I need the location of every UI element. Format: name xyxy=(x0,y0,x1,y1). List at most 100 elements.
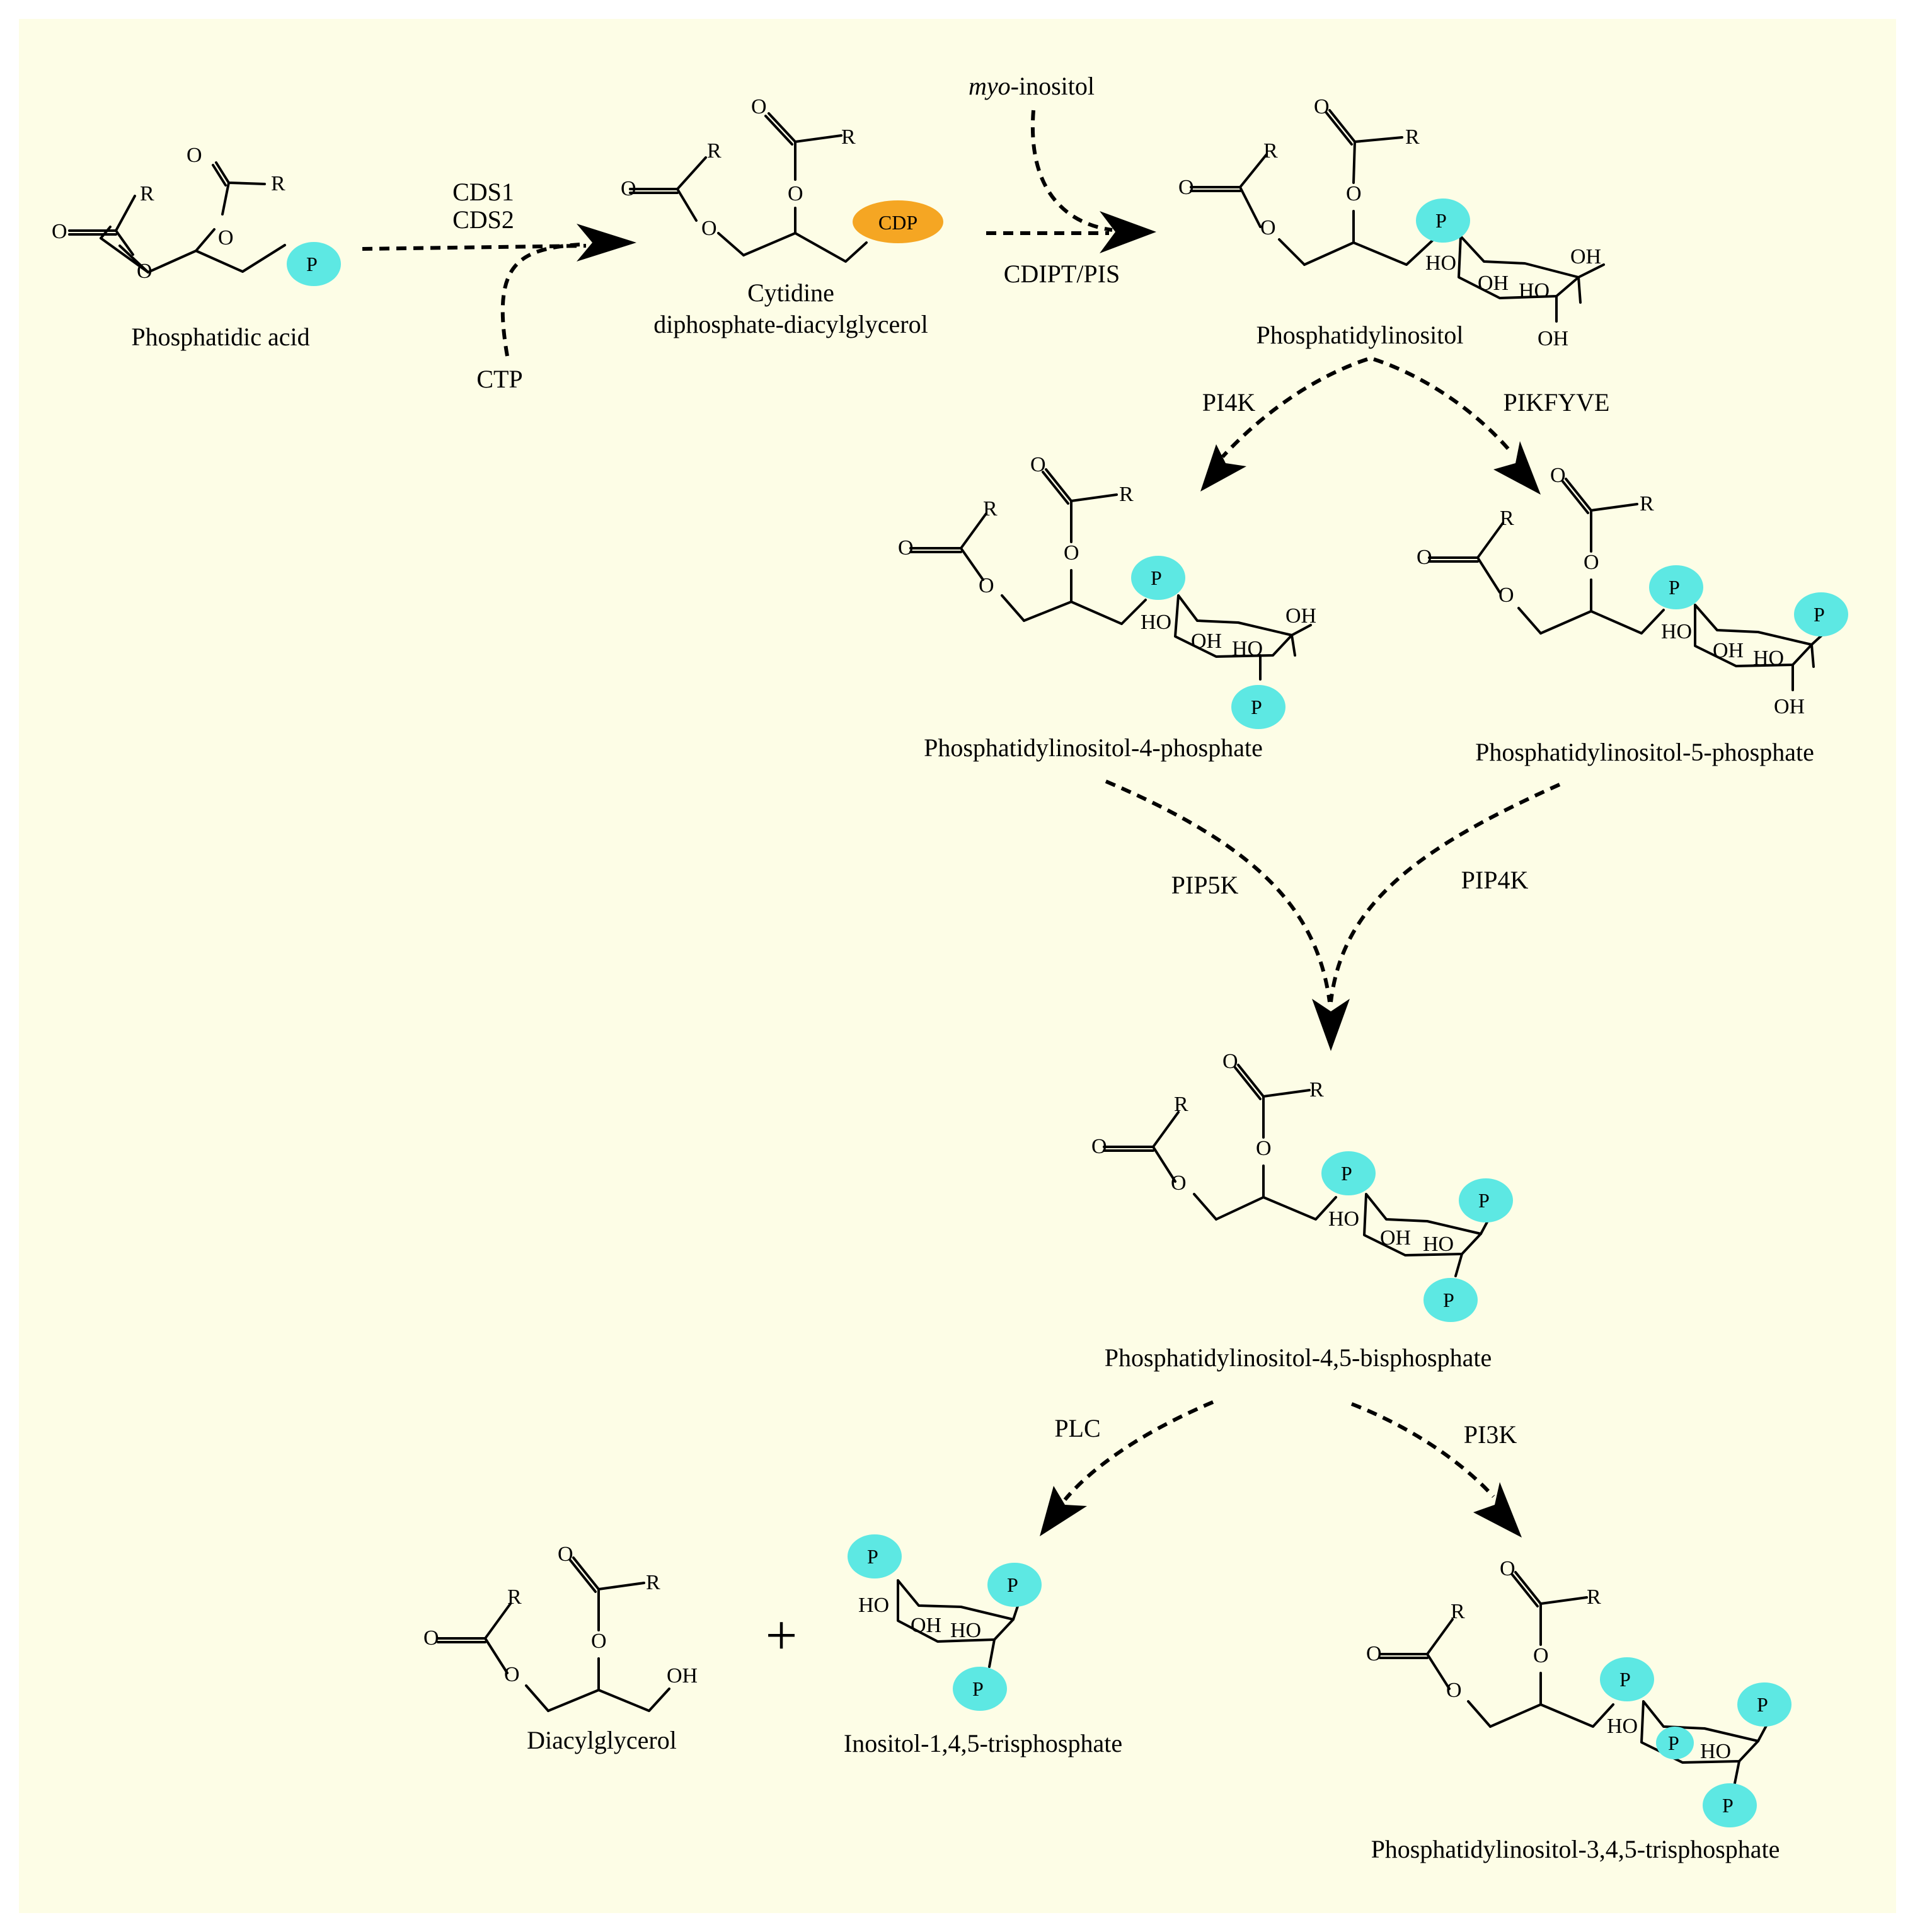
atom-label: O xyxy=(1500,1557,1515,1580)
arrow-pip5k xyxy=(1105,779,1331,1003)
phosphate-group xyxy=(1649,565,1703,609)
enzyme-label-pip5k: PIP5K xyxy=(1171,871,1239,899)
atom-label: HO xyxy=(1328,1207,1359,1231)
phosphate-label: P xyxy=(1757,1693,1768,1716)
phosphate-group xyxy=(1131,556,1185,600)
atom-label: HO xyxy=(1519,279,1550,302)
compound-label-dag: Diacylglycerol xyxy=(527,1726,677,1754)
phosphate-group xyxy=(848,1534,902,1578)
phosphate-label: P xyxy=(1251,696,1262,718)
phosphate-label: P xyxy=(1341,1162,1352,1185)
atom-label: O xyxy=(751,95,767,118)
diacylglycerol-structure: O O O O R R OH xyxy=(423,1543,698,1712)
atom-label: OH xyxy=(1285,604,1316,628)
atom-label: O xyxy=(788,182,803,205)
atom-label: R xyxy=(1174,1093,1188,1116)
arrow-pikfyve xyxy=(1373,357,1514,455)
atom-label: R xyxy=(707,139,722,163)
atom-label: O xyxy=(1314,95,1330,118)
phosphate-label: P xyxy=(1814,603,1825,626)
atom-label: O xyxy=(218,226,234,250)
arrowhead-pikfyve xyxy=(1493,441,1541,495)
atom-label: O xyxy=(898,536,914,560)
compound-label-cdp-dag-line1: Cytidine xyxy=(747,279,834,307)
cdp-group xyxy=(853,200,943,243)
phosphate-label: P xyxy=(1478,1189,1490,1212)
phosphate-group xyxy=(1423,1278,1478,1322)
phosphate-label: P xyxy=(1722,1794,1734,1817)
phosphate-group xyxy=(1416,198,1470,243)
atom-label: O xyxy=(52,220,67,243)
arrowhead-cds xyxy=(577,224,636,262)
phosphate-group xyxy=(1231,685,1285,729)
phosphate-label: P xyxy=(1619,1668,1631,1691)
phosphate-group xyxy=(1737,1682,1791,1727)
arrow-ctp xyxy=(500,243,580,357)
enzyme-label-plc: PLC xyxy=(1054,1414,1100,1442)
phosphate-group xyxy=(1656,1727,1694,1759)
phosphate-label: P xyxy=(1668,1732,1679,1754)
atom-label: OH xyxy=(1774,695,1805,718)
atom-label: HO xyxy=(1700,1740,1731,1763)
pi4p-structure: O O O O R R HO OH HO OH P P xyxy=(898,453,1316,729)
atom-label: O xyxy=(1030,453,1046,476)
atom-label: O xyxy=(1171,1171,1187,1195)
atom-label: R xyxy=(507,1585,522,1609)
atom-label: R xyxy=(1587,1585,1601,1609)
atom-label: R xyxy=(140,182,154,205)
atom-label: O xyxy=(1417,546,1432,569)
phosphate-label: P xyxy=(867,1545,878,1568)
phosphate-group xyxy=(953,1667,1007,1711)
atom-label: R xyxy=(1309,1078,1324,1101)
atom-label: O xyxy=(1222,1050,1238,1073)
atom-label: O xyxy=(701,217,717,240)
compound-label-phosphatidylinositol: Phosphatidylinositol xyxy=(1257,321,1464,349)
atom-label: OH xyxy=(911,1614,941,1637)
plus-sign: + xyxy=(766,1604,798,1667)
atom-label: R xyxy=(646,1571,660,1594)
phosphate-group xyxy=(1321,1151,1376,1195)
atom-label: HO xyxy=(1232,637,1263,660)
cdp-label: CDP xyxy=(878,211,917,234)
compound-label-cdp-dag-line2: diphosphate-diacylglycerol xyxy=(653,310,928,338)
atom-label: HO xyxy=(1141,611,1171,634)
arrowhead-pi4k xyxy=(1200,444,1246,492)
atom-label: HO xyxy=(1423,1233,1454,1256)
phosphate-group xyxy=(1703,1783,1757,1827)
atom-label: O xyxy=(591,1630,607,1653)
atom-label: O xyxy=(1584,551,1599,574)
phosphate-label: P xyxy=(1151,566,1162,589)
arrow-plc xyxy=(1063,1400,1214,1501)
atom-label: OH xyxy=(1713,639,1744,662)
cofactor-label-ctp: CTP xyxy=(476,365,522,393)
compound-label-phosphatidic-acid: Phosphatidic acid xyxy=(131,323,309,351)
arrowhead-plc xyxy=(1040,1486,1087,1536)
atom-label: O xyxy=(1533,1644,1549,1667)
atom-label: R xyxy=(841,125,856,149)
phosphate-group xyxy=(1459,1178,1513,1222)
phosphate-label: P xyxy=(1443,1289,1454,1311)
phosphate-group xyxy=(987,1563,1042,1607)
atom-label: R xyxy=(271,172,285,195)
atom-label: O xyxy=(187,144,202,167)
atom-label: R xyxy=(1405,125,1420,149)
atom-label: O xyxy=(1550,464,1566,487)
arrow-pi3k xyxy=(1350,1402,1495,1498)
arrow-pi4k xyxy=(1221,357,1368,459)
atom-label: R xyxy=(1640,492,1654,515)
atom-label: OH xyxy=(667,1664,698,1688)
atom-label: HO xyxy=(1425,251,1456,275)
atom-label: O xyxy=(1064,541,1079,565)
compound-label-pi4p: Phosphatidylinositol-4-phosphate xyxy=(924,733,1263,762)
compound-label-pip2: Phosphatidylinositol-4,5-bisphosphate xyxy=(1105,1343,1492,1372)
phosphate-label: P xyxy=(972,1677,984,1700)
atom-label: O xyxy=(1256,1137,1272,1160)
arrowhead-pi3k xyxy=(1473,1482,1522,1538)
pi5p-structure: O O O O R R HO OH HO OH P P xyxy=(1417,464,1848,718)
atom-label: O xyxy=(621,177,636,200)
atom-label: HO xyxy=(950,1619,981,1642)
atom-label: OH xyxy=(1570,245,1601,268)
enzyme-label-pi4k: PI4K xyxy=(1202,388,1256,417)
pip2-structure: O O O O R R HO OH HO P P P xyxy=(1091,1050,1513,1322)
